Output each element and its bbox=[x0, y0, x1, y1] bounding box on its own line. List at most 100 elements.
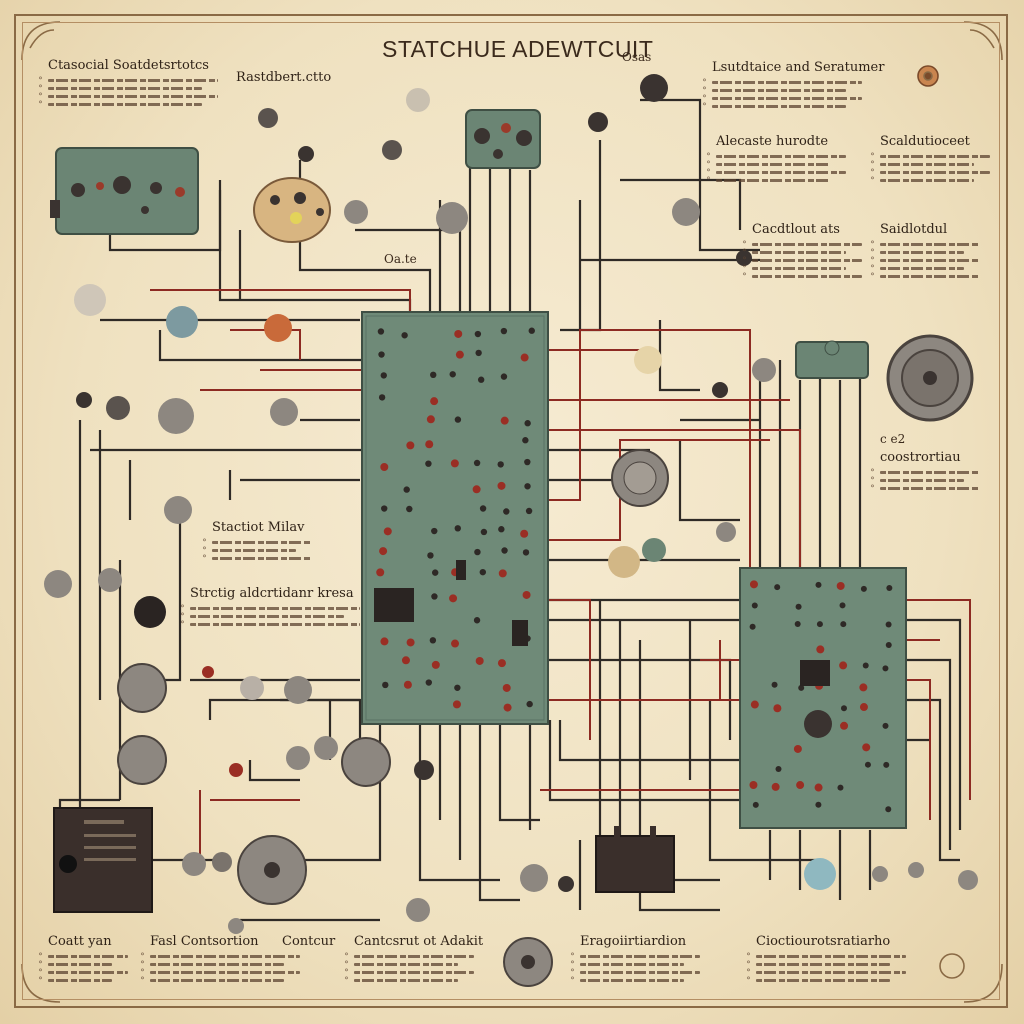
note-text-line bbox=[712, 97, 862, 101]
note-heading: Lsutdtaice and Seratumer bbox=[712, 60, 885, 75]
note-block: Ctasocial Soatdetsrtotcs bbox=[48, 58, 218, 110]
note-text-line bbox=[880, 243, 980, 247]
note-text-line bbox=[190, 607, 360, 611]
led-dot bbox=[859, 683, 868, 692]
led-dot bbox=[497, 659, 506, 668]
solder-dot bbox=[837, 784, 844, 791]
solder-dot bbox=[501, 547, 508, 554]
small-label: c e2 bbox=[880, 432, 906, 446]
led-dot bbox=[503, 703, 512, 712]
note-text-line bbox=[48, 79, 218, 83]
connector-component bbox=[588, 112, 608, 132]
note-block: Eragoiirtiardion bbox=[580, 934, 700, 986]
solder-dot bbox=[449, 371, 456, 378]
connector-component bbox=[286, 746, 310, 770]
solder-dot bbox=[524, 458, 531, 466]
note-heading: Cioctiourotsratiarho bbox=[756, 934, 891, 949]
solder-dot bbox=[864, 761, 871, 768]
led-dot bbox=[520, 353, 529, 362]
note-heading: Scaldutioceet bbox=[880, 134, 970, 149]
note-text-line bbox=[150, 963, 284, 967]
note-text-line bbox=[212, 549, 296, 553]
connector-component bbox=[106, 396, 130, 420]
solder-dot bbox=[500, 373, 508, 380]
note-block: Strctig aldcrtidanr kresa bbox=[190, 586, 360, 630]
solder-dot bbox=[885, 621, 892, 628]
solder-dot bbox=[498, 526, 505, 533]
solder-dot bbox=[401, 332, 408, 339]
ic-chip bbox=[800, 660, 830, 686]
note-text-line bbox=[212, 541, 312, 545]
connector-component bbox=[672, 198, 700, 226]
solder-dot bbox=[454, 525, 461, 532]
gauge-dial bbox=[886, 334, 974, 422]
led-dot bbox=[403, 680, 412, 689]
solder-dot bbox=[454, 684, 461, 691]
solder-dot bbox=[885, 806, 892, 813]
led-dot bbox=[749, 780, 758, 789]
note-text-line bbox=[580, 979, 684, 983]
led-dot bbox=[839, 661, 848, 670]
ic-chip bbox=[374, 588, 414, 622]
note-heading: Contcur bbox=[282, 934, 336, 949]
note-text-line bbox=[354, 979, 458, 983]
note-text-line bbox=[756, 979, 890, 983]
led-dot bbox=[793, 744, 802, 753]
led-dot bbox=[454, 329, 463, 338]
right-circuit-board bbox=[739, 567, 907, 829]
note-block: Contcur bbox=[282, 934, 335, 950]
led-dot bbox=[401, 656, 410, 665]
led-dot bbox=[383, 527, 392, 536]
note-text-line bbox=[48, 979, 112, 983]
meter-dial bbox=[117, 663, 553, 987]
solder-dot bbox=[480, 528, 488, 536]
note-text-line bbox=[880, 487, 980, 491]
solder-dot bbox=[431, 593, 438, 600]
bulb-component bbox=[406, 898, 430, 922]
led-dot bbox=[452, 700, 461, 709]
connector-component bbox=[98, 568, 122, 592]
led-dot bbox=[859, 703, 868, 712]
led-dot bbox=[796, 781, 805, 790]
led-dot bbox=[455, 350, 464, 359]
solder-dot bbox=[479, 568, 487, 576]
bulb-component bbox=[406, 88, 430, 112]
fuse-component bbox=[202, 666, 214, 678]
solder-dot bbox=[475, 349, 482, 357]
note-text-line bbox=[880, 479, 964, 483]
led-dot bbox=[862, 743, 871, 752]
note-text-line bbox=[756, 971, 906, 975]
solder-dot bbox=[474, 548, 481, 556]
relay-box bbox=[595, 826, 675, 893]
solder-dot bbox=[815, 581, 822, 588]
note-text-line bbox=[354, 963, 458, 967]
led-dot bbox=[750, 700, 759, 709]
note-text-line bbox=[880, 275, 980, 279]
solder-dot bbox=[774, 584, 781, 591]
connector-component bbox=[716, 522, 736, 542]
note-heading: Alecaste hurodte bbox=[716, 134, 829, 149]
led-dot bbox=[840, 721, 849, 730]
note-text-line bbox=[48, 971, 128, 975]
note-heading: Strctig aldcrtidanr kresa bbox=[190, 586, 354, 601]
solder-dot bbox=[522, 549, 530, 556]
solder-dot bbox=[497, 461, 504, 468]
led-dot bbox=[522, 590, 531, 599]
note-text-line bbox=[712, 105, 846, 109]
note-text-line bbox=[752, 243, 862, 247]
note-block: Fasl Contsortion bbox=[150, 934, 300, 986]
note-text-line bbox=[752, 259, 862, 263]
note-text-line bbox=[712, 81, 862, 85]
solder-dot bbox=[752, 801, 759, 808]
note-text-line bbox=[48, 103, 202, 107]
central-circuit-board bbox=[361, 311, 549, 725]
connector-component bbox=[382, 140, 402, 160]
relay-component bbox=[284, 676, 312, 704]
connector-component bbox=[258, 108, 278, 128]
solder-dot bbox=[382, 681, 389, 689]
note-heading: Saidlotdul bbox=[880, 222, 948, 237]
solder-dot bbox=[839, 602, 846, 609]
note-text-line bbox=[756, 955, 906, 959]
led-dot bbox=[450, 459, 459, 468]
